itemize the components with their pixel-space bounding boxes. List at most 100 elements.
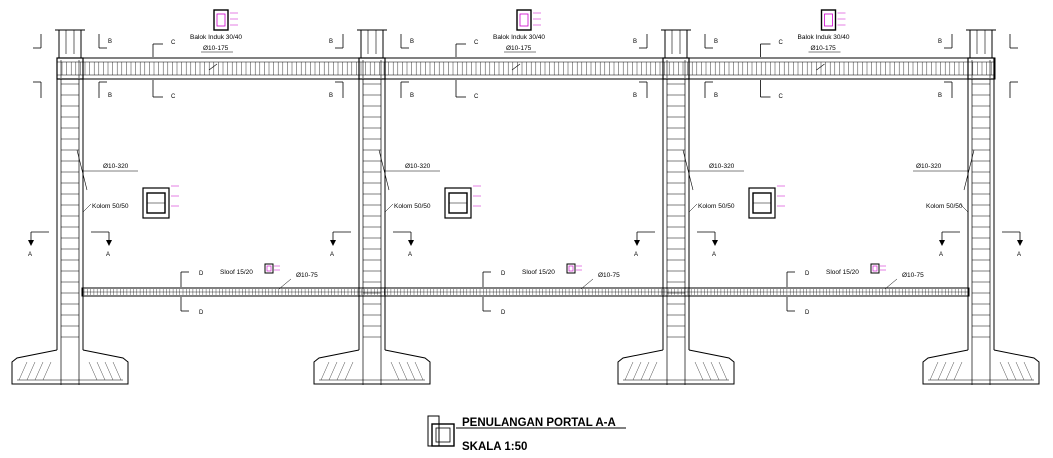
footing-hatch — [34, 361, 44, 381]
section-arrow-head — [28, 240, 34, 246]
beam-section-stirrup — [519, 13, 529, 27]
sloof-section-stirrup — [568, 265, 574, 272]
leader-tick — [682, 149, 694, 191]
beam-section-stirrup — [216, 13, 226, 27]
section-mark-a: A — [330, 252, 334, 258]
section-mark-b: B — [714, 93, 718, 99]
footing-hatch — [1007, 361, 1017, 381]
section-mark-a: A — [106, 252, 110, 258]
section-mark-c: C — [474, 40, 479, 46]
footing-hatch — [929, 361, 939, 381]
beam-section-detail — [213, 9, 229, 31]
beam-section-detail — [516, 9, 532, 31]
section-mark-b: B — [633, 93, 637, 99]
footing-hatch — [710, 361, 720, 381]
footing-hatch — [18, 361, 28, 381]
section-mark-b: B — [410, 39, 414, 45]
section-mark-d: D — [199, 310, 204, 316]
column-section-detail — [142, 187, 170, 219]
column-name-label: Kolom 50/50 — [92, 203, 129, 210]
footing — [11, 349, 129, 385]
footing-hatch — [406, 361, 416, 381]
footing-hatch — [718, 361, 728, 381]
section-mark-c: C — [779, 94, 784, 100]
beam-column-joint — [56, 57, 84, 80]
section-mark-d: D — [805, 271, 810, 277]
section-mark-a: A — [1017, 252, 1021, 258]
beam-section-stirrup — [824, 13, 833, 27]
sloof-section-detail — [264, 263, 274, 274]
section-mark-c: C — [779, 40, 784, 46]
footing-hatch — [414, 361, 424, 381]
footing-hatch — [398, 361, 408, 381]
leader-line — [278, 278, 292, 290]
footing — [313, 349, 431, 385]
leader-tick — [963, 149, 975, 191]
footing-hatch — [104, 361, 114, 381]
leader-tick — [816, 63, 825, 71]
column-stirrup-label: Ø10-320 — [916, 163, 942, 170]
section-mark-c: C — [474, 94, 479, 100]
sloof-name-label: Sloof 15/20 — [826, 269, 859, 276]
beam-column-joint — [662, 57, 690, 80]
section-arrow-head — [408, 240, 414, 246]
footing-hatch — [937, 361, 947, 381]
section-arrow-head — [330, 240, 336, 246]
beam-section-detail — [820, 9, 837, 31]
column-name-label: Kolom 50/50 — [698, 203, 735, 210]
footing-hatch — [945, 361, 955, 381]
footing-hatch — [320, 361, 330, 381]
section-arrow-head — [939, 240, 945, 246]
drawing-scale: SKALA 1:50 — [462, 441, 527, 453]
sloof-section-detail — [566, 263, 576, 274]
footing-hatch — [328, 361, 338, 381]
sloof-section-detail — [870, 263, 880, 274]
beam-name-label: Balok Induk 30/40 — [798, 34, 850, 41]
column-name-label: Kolom 50/50 — [926, 203, 963, 210]
footing-hatch — [632, 361, 642, 381]
beam-stirrup-label: Ø10-175 — [203, 45, 229, 52]
footing-hatch — [648, 361, 658, 381]
section-arrow-head — [634, 240, 640, 246]
leader-tick — [511, 63, 521, 71]
footing-hatch — [694, 361, 704, 381]
footing-hatch — [42, 361, 52, 381]
footing-hatch — [390, 361, 400, 381]
footing-hatch — [624, 361, 634, 381]
sloof-name-label: Sloof 15/20 — [220, 269, 253, 276]
section-arrow-head — [712, 240, 718, 246]
section-mark-c: C — [171, 94, 176, 100]
column-section-detail — [748, 187, 776, 219]
section-mark-a: A — [28, 252, 32, 258]
beam-name-label: Balok Induk 30/40 — [190, 34, 242, 41]
leader-line — [384, 203, 394, 213]
sloof-stirrup-label: Ø10-75 — [598, 272, 620, 279]
section-mark-b: B — [410, 93, 414, 99]
section-mark-a: A — [712, 252, 716, 258]
section-mark-d: D — [501, 310, 506, 316]
beam-stirrup-label: Ø10-175 — [506, 45, 532, 52]
beam-column-joint — [967, 57, 995, 80]
sloof-section-stirrup — [266, 265, 272, 272]
column-stirrup-label: Ø10-320 — [103, 163, 129, 170]
leader-tick — [208, 63, 218, 71]
portal-structure — [56, 57, 996, 297]
leader-tick — [76, 149, 88, 191]
section-mark-a: A — [939, 252, 943, 258]
footing-hatch — [1015, 361, 1025, 381]
footing-hatch — [88, 361, 98, 381]
section-arrow-head — [106, 240, 112, 246]
footing-hatch — [26, 361, 36, 381]
section-mark-d: D — [199, 271, 204, 277]
beam-stirrup-label: Ø10-175 — [811, 45, 837, 52]
section-mark-c: C — [171, 40, 176, 46]
drawing-title: PENULANGAN PORTAL A-A — [462, 417, 616, 429]
section-mark-b: B — [938, 39, 942, 45]
footing-hatch — [336, 361, 346, 381]
section-arrow-head — [1017, 240, 1023, 246]
section-mark-b: B — [329, 39, 333, 45]
sloof-section-stirrup — [872, 265, 878, 272]
footing — [922, 349, 1040, 385]
footing-hatch — [112, 361, 122, 381]
